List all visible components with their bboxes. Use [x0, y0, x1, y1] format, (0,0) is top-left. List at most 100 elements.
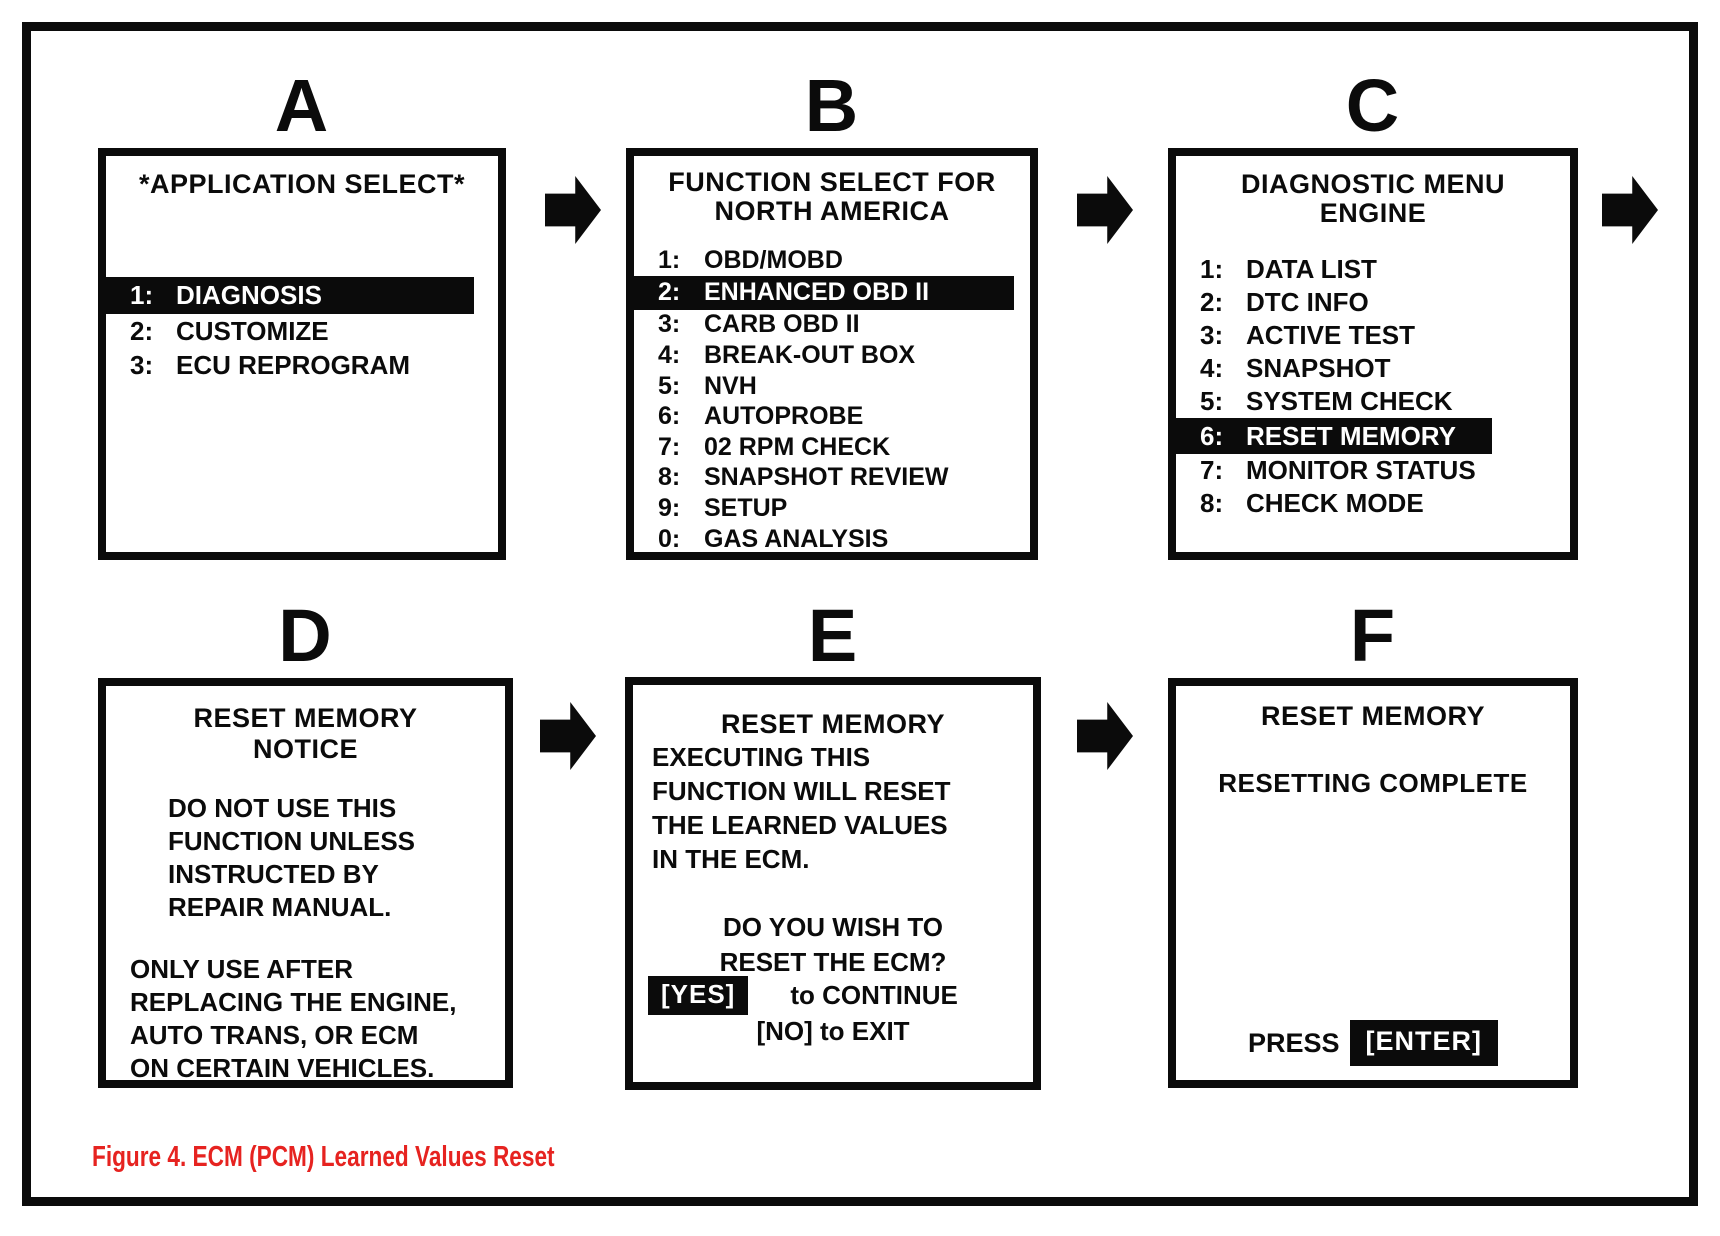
menu-item-carb-obd-ii: 3: CARB OBD II — [634, 310, 1030, 341]
usage-line: ON CERTAIN VEHICLES. — [130, 1053, 435, 1083]
menu-item-obd-mobd: 1: OBD/MOBD — [634, 245, 1030, 276]
menu-item-number: 7: — [1200, 455, 1224, 485]
menu-item-number: 0: — [658, 524, 681, 553]
usage-line: AUTO TRANS, OR ECM — [130, 1020, 419, 1050]
menu-item-number: 5: — [1200, 386, 1224, 416]
menu-item-text: ENHANCED OBD II — [704, 278, 930, 307]
question-line: RESET THE ECM? — [719, 947, 947, 977]
panel-letter-f: F — [1349, 594, 1397, 677]
menu-item-ecu-reprogram: 3: ECU REPROGRAM — [106, 348, 498, 382]
menu-item-number: 7: — [658, 432, 681, 461]
menu-item-enhanced-obd-ii: 2: ENHANCED OBD II — [634, 275, 1014, 310]
screen-e-no-line: [NO] to EXIT — [756, 1016, 910, 1046]
menu-item-text: GAS ANALYSIS — [704, 524, 889, 553]
press-label: PRESS — [1247, 1027, 1340, 1058]
menu-item-dtc-info: 2: DTC INFO — [1176, 286, 1570, 319]
menu-item-break-out-box: 4: BREAK-OUT BOX — [634, 340, 1030, 371]
menu-item-number: 1: — [130, 280, 154, 310]
menu-item-text: SNAPSHOT REVIEW — [704, 463, 949, 492]
menu-item-text: CUSTOMIZE — [176, 315, 329, 346]
menu-item-number: 2: — [658, 278, 681, 307]
screen-application-select: *APPLICATION SELECT* 1: DIAGNOSIS 2: CUS… — [98, 148, 506, 560]
menu-item-monitor-status: 7: MONITOR STATUS — [1176, 454, 1570, 487]
menu-item-text: RESET MEMORY — [1246, 420, 1456, 451]
menu-item-number: 9: — [658, 493, 681, 522]
menu-item-number: 2: — [1200, 287, 1224, 317]
screen-a-title: *APPLICATION SELECT* — [138, 169, 466, 199]
screen-b-title: FUNCTION SELECT FOR NORTH AMERICA — [634, 168, 1030, 226]
menu-item-number: 2: — [130, 315, 154, 346]
screen-b-menu: 1: OBD/MOBD 2: ENHANCED OBD II 3: CARB O… — [634, 245, 1030, 554]
yes-key-highlight: [YES] — [648, 976, 749, 1015]
screen-d-usage-paragraph: ONLY USE AFTER REPLACING THE ENGINE, AUT… — [130, 953, 456, 1085]
menu-item-number: 3: — [1200, 320, 1224, 350]
warning-line: FUNCTION UNLESS — [168, 826, 415, 856]
screen-f-title: RESET MEMORY — [1260, 701, 1486, 731]
warning-line: REPAIR MANUAL. — [168, 892, 392, 922]
menu-item-customize: 2: CUSTOMIZE — [106, 314, 498, 348]
menu-item-text: SYSTEM CHECK — [1246, 386, 1453, 416]
menu-item-snapshot-review: 8: SNAPSHOT REVIEW — [634, 463, 1030, 494]
menu-item-number: 4: — [1200, 353, 1224, 383]
menu-item-setup: 9: SETUP — [634, 493, 1030, 524]
figure-caption: Figure 4. ECM (PCM) Learned Values Reset — [92, 1141, 555, 1173]
screen-d-title-line1: RESET MEMORY — [193, 703, 418, 733]
menu-item-text: CHECK MODE — [1246, 488, 1424, 518]
screen-d-title-line2: NOTICE — [252, 734, 358, 764]
panel-letter-b: B — [804, 64, 860, 147]
menu-item-autoprobe: 6: AUTOPROBE — [634, 401, 1030, 432]
menu-item-active-test: 3: ACTIVE TEST — [1176, 319, 1570, 352]
screen-a-menu: 1: DIAGNOSIS 2: CUSTOMIZE 3: ECU REPROGR… — [106, 277, 498, 382]
menu-item-number: 1: — [658, 245, 681, 274]
menu-item-diagnosis: 1: DIAGNOSIS — [106, 277, 474, 314]
menu-item-number: 3: — [658, 310, 681, 339]
usage-line: REPLACING THE ENGINE, — [130, 987, 457, 1017]
screen-b-title-line2: NORTH AMERICA — [714, 196, 950, 226]
panel-letter-d: D — [278, 594, 333, 677]
screen-c-title-line1: DIAGNOSTIC MENU — [1241, 169, 1505, 199]
warning-line: DO NOT USE THIS — [168, 793, 397, 823]
screen-e-question: DO YOU WISH TO RESET THE ECM? — [633, 910, 1033, 980]
menu-item-text: BREAK-OUT BOX — [704, 340, 916, 369]
screen-e-yes-line: [YES] to CONTINUE — [648, 976, 958, 1015]
body-line: EXECUTING THIS — [652, 742, 871, 772]
panel-letter-c: C — [1345, 64, 1401, 147]
question-line: DO YOU WISH TO — [722, 912, 944, 942]
menu-item-text: SETUP — [704, 493, 788, 522]
menu-item-number: 8: — [658, 463, 681, 492]
warning-line: INSTRUCTED BY — [168, 859, 379, 889]
menu-item-gas-analysis: 0: GAS ANALYSIS — [634, 524, 1030, 555]
screen-e-body: EXECUTING THIS FUNCTION WILL RESET THE L… — [652, 740, 951, 876]
screen-reset-memory-notice: RESET MEMORY NOTICE DO NOT USE THIS FUNC… — [98, 678, 513, 1088]
menu-item-text: DIAGNOSIS — [176, 280, 322, 310]
menu-item-snapshot: 4: SNAPSHOT — [1176, 352, 1570, 385]
panel-letter-a: A — [274, 64, 330, 147]
screen-f-status: RESETTING COMPLETE — [1218, 768, 1528, 798]
menu-item-check-mode: 8: CHECK MODE — [1176, 487, 1570, 520]
screen-function-select: FUNCTION SELECT FOR NORTH AMERICA 1: OBD… — [626, 148, 1038, 560]
enter-key-highlight: [ENTER] — [1349, 1020, 1499, 1066]
menu-item-reset-memory: 6: RESET MEMORY — [1176, 418, 1492, 454]
screen-d-title: RESET MEMORY NOTICE — [106, 703, 505, 765]
screen-b-title-line1: FUNCTION SELECT FOR — [668, 167, 996, 197]
menu-item-text: OBD/MOBD — [704, 245, 843, 274]
menu-item-number: 1: — [1200, 254, 1224, 284]
screen-c-menu: 1: DATA LIST 2: DTC INFO 3: ACTIVE TEST … — [1176, 253, 1570, 520]
menu-item-text: 02 RPM CHECK — [704, 432, 891, 461]
menu-item-text: CARB OBD II — [704, 310, 860, 339]
menu-item-system-check: 5: SYSTEM CHECK — [1176, 385, 1570, 418]
menu-item-number: 5: — [658, 371, 681, 400]
menu-item-number: 6: — [1200, 420, 1224, 451]
screen-c-title: DIAGNOSTIC MENU ENGINE — [1176, 170, 1570, 228]
menu-item-text: AUTOPROBE — [704, 402, 864, 431]
menu-item-text: DATA LIST — [1246, 254, 1377, 284]
screen-e-title: RESET MEMORY — [720, 709, 946, 739]
screen-f-press-line: PRESS [ENTER] — [1176, 1020, 1570, 1066]
menu-item-number: 4: — [658, 340, 681, 369]
menu-item-nvh: 5: NVH — [634, 371, 1030, 402]
screen-d-warning-paragraph: DO NOT USE THIS FUNCTION UNLESS INSTRUCT… — [168, 792, 415, 924]
menu-item-number: 3: — [130, 349, 154, 380]
screen-c-title-line2: ENGINE — [1319, 198, 1427, 228]
screen-resetting-complete: RESET MEMORY RESETTING COMPLETE PRESS [E… — [1168, 678, 1578, 1088]
menu-item-number: 8: — [1200, 488, 1224, 518]
